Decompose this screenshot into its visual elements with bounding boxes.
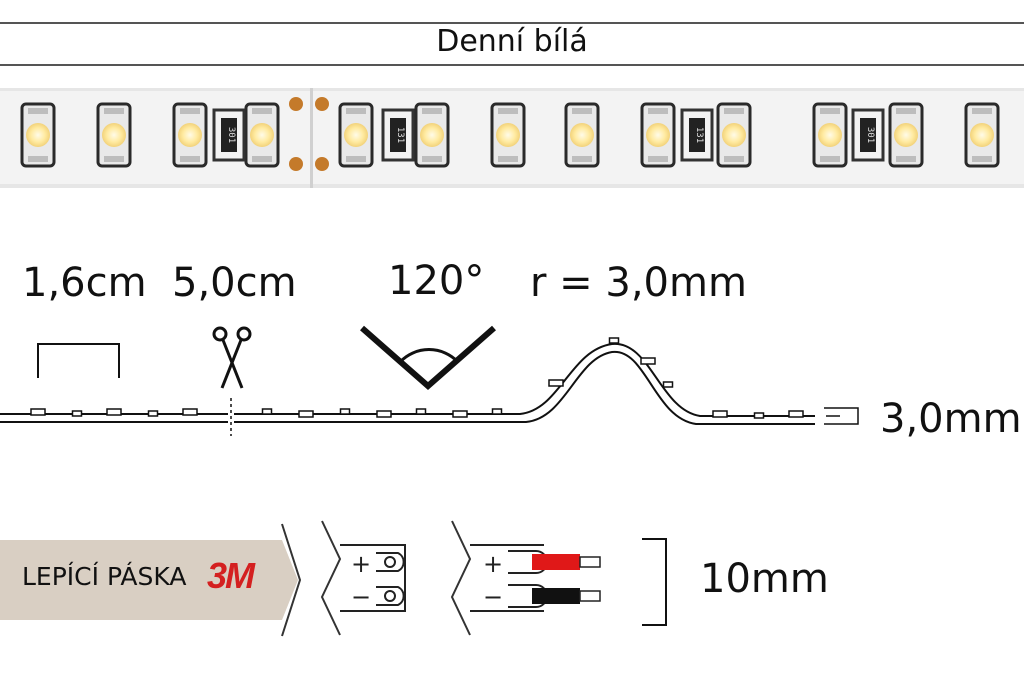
profile-chip	[415, 408, 427, 415]
minus-sign: −	[351, 583, 372, 611]
profile-chip	[339, 408, 351, 415]
profile-chip	[640, 357, 656, 365]
led-chip	[812, 102, 848, 168]
led-chip	[964, 102, 1000, 168]
profile-chip	[298, 410, 314, 418]
led-chip	[96, 102, 132, 168]
wired-connector	[450, 520, 601, 636]
profile-chips	[30, 337, 804, 419]
profile-chip	[753, 412, 765, 419]
thickness-indicator	[824, 407, 859, 425]
led-chip	[716, 102, 752, 168]
tape-label: LEPÍCÍ PÁSKA	[22, 562, 187, 591]
led-chip	[338, 102, 374, 168]
resistor-301-b: 301	[851, 108, 885, 162]
led-chip	[244, 102, 280, 168]
resistor-marking: 131	[694, 127, 704, 143]
led-chip	[564, 102, 600, 168]
led-chip	[20, 102, 56, 168]
resistor-131-a: 131	[381, 108, 415, 162]
profile-chip	[376, 410, 392, 418]
led-strip: 301 131 131 301	[0, 88, 1024, 188]
beam-angle-label: 120°	[388, 258, 485, 304]
resistor-marking: 301	[865, 127, 875, 143]
profile-chip	[548, 379, 564, 387]
plus-sign: +	[483, 550, 504, 578]
header-title: Denní bílá	[436, 24, 588, 59]
profile-chip	[147, 410, 159, 417]
plus-sign: +	[351, 550, 372, 578]
profile-chip	[491, 408, 503, 415]
led-pitch-label: 1,6cm	[22, 260, 147, 306]
profile-drawing	[0, 325, 859, 436]
bend-radius-label: r = 3,0mm	[530, 260, 747, 306]
profile-chip	[608, 337, 620, 344]
end-connector	[320, 520, 406, 636]
led-chip	[640, 102, 676, 168]
profile-chip	[106, 408, 122, 416]
led-chip	[172, 102, 208, 168]
adhesive-tape-band	[0, 523, 302, 637]
profile-chip	[662, 381, 674, 388]
cut-length-label: 5,0cm	[172, 260, 297, 306]
led-chip	[490, 102, 526, 168]
profile-chip	[788, 410, 804, 418]
profile-chip	[71, 410, 83, 417]
header-band	[0, 22, 1024, 66]
minus-sign: −	[483, 583, 504, 611]
led-group	[20, 102, 1000, 168]
black-wire	[532, 588, 580, 604]
resistor-131-b: 131	[680, 108, 714, 162]
profile-chip	[30, 408, 46, 416]
tape-brand-3m: 3M	[207, 555, 255, 596]
resistor-marking: 301	[226, 127, 236, 143]
red-wire	[532, 554, 580, 570]
resistor-marking: 131	[395, 127, 405, 143]
led-chip	[888, 102, 924, 168]
width-label: 10mm	[700, 556, 829, 602]
profile-chip	[182, 408, 198, 416]
led-chip	[414, 102, 450, 168]
connector-diagrams	[320, 520, 667, 636]
resistor-301-a: 301	[212, 108, 246, 162]
scissors-icon	[212, 326, 252, 389]
solder-pads	[289, 88, 329, 188]
profile-chip	[261, 408, 273, 415]
thickness-label: 3,0mm	[880, 396, 1022, 442]
profile-chip	[452, 410, 468, 418]
pitch-bracket	[37, 343, 120, 378]
profile-chip	[712, 410, 728, 418]
angle-icon	[360, 325, 496, 390]
width-bracket	[642, 538, 667, 626]
